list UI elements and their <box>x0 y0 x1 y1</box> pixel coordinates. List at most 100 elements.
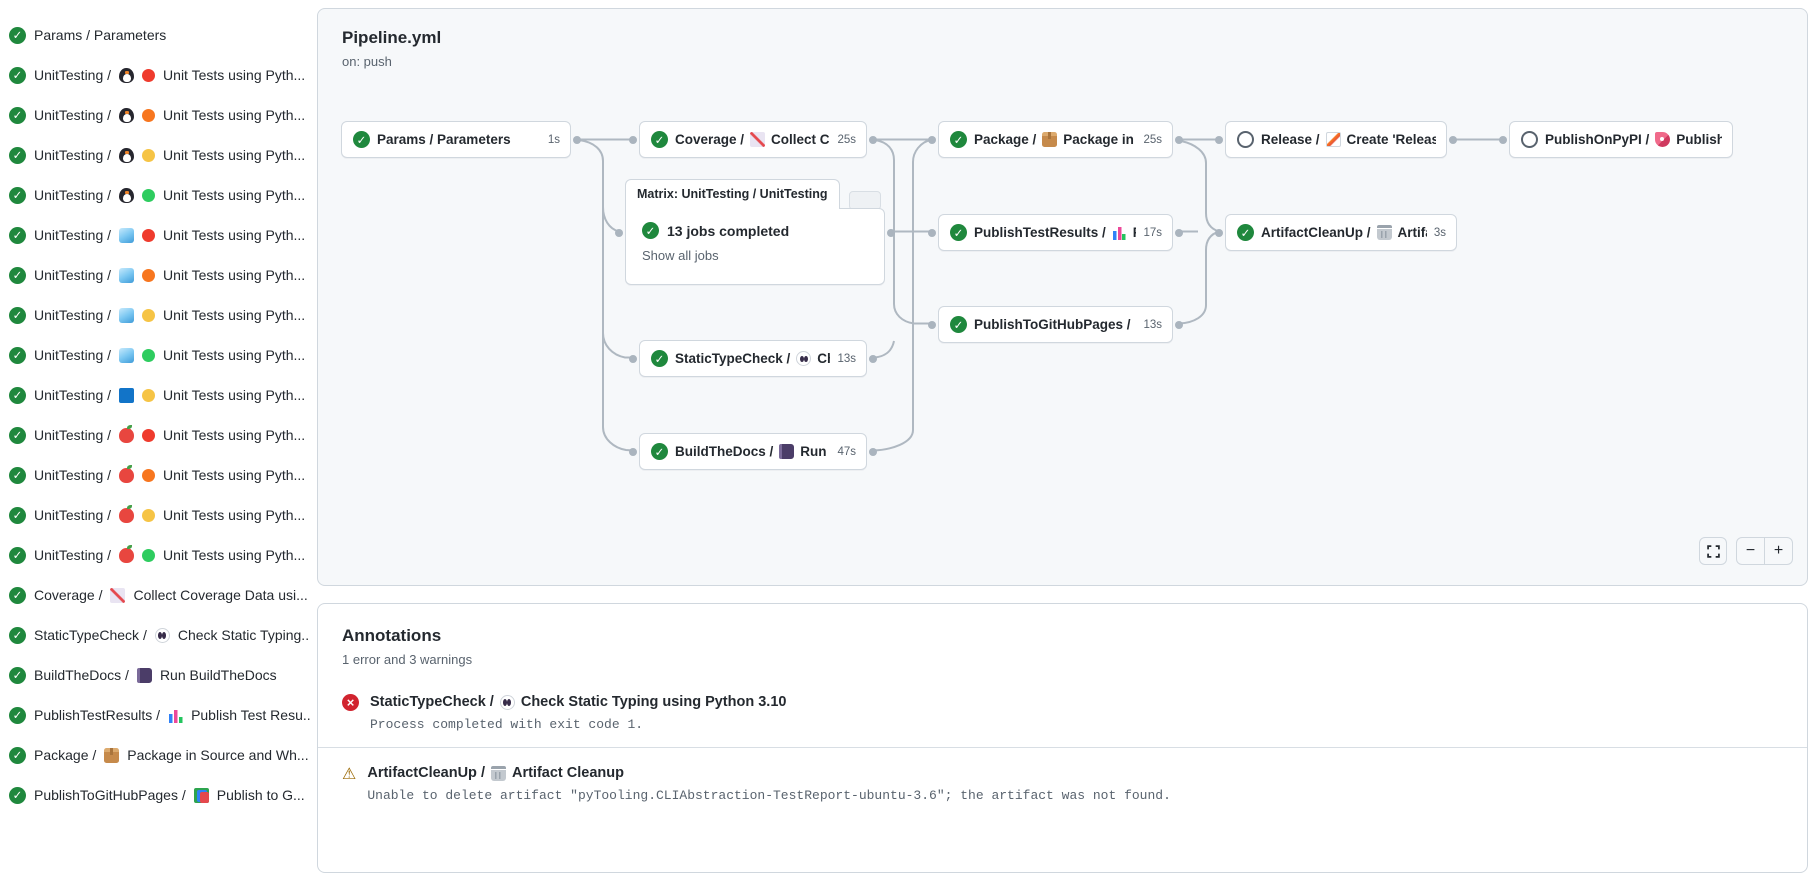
sidebar-job[interactable]: UnitTesting / Unit Tests using Pyth... <box>0 375 310 415</box>
sidebar-job[interactable]: BuildTheDocs / Run BuildTheDocs <box>0 655 310 695</box>
annotations-title: Annotations <box>342 626 442 645</box>
job-prefix: UnitTesting / <box>34 307 112 323</box>
node-prefix: PublishToGitHubPages / <box>974 317 1131 332</box>
red-version-dot <box>142 228 156 242</box>
node-duration: 13s <box>837 352 856 365</box>
sidebar-job[interactable]: UnitTesting / Unit Tests using Pyth... <box>0 135 310 175</box>
bar-chart-icon <box>168 707 184 723</box>
job-prefix: UnitTesting / <box>34 547 112 563</box>
matrix-group: Matrix: UnitTesting / UnitTesting 13 job… <box>615 179 895 285</box>
zoom-in-button[interactable]: + <box>1764 538 1792 564</box>
job-title: Unit Tests using Pyth... <box>163 427 306 443</box>
node-publishtogithubpages[interactable]: PublishToGitHubPages / ... 13s <box>928 306 1183 343</box>
job-status-icon <box>9 266 26 284</box>
annotation-divider <box>318 747 1807 748</box>
job-prefix: UnitTesting / <box>34 387 112 403</box>
sidebar-job[interactable]: UnitTesting / Unit Tests using Pyth... <box>0 455 310 495</box>
annotation-title[interactable]: StaticTypeCheck / Check Static Typing us… <box>370 694 786 710</box>
orange-version-dot <box>142 108 156 122</box>
sidebar-job[interactable]: Coverage / Collect Coverage Data usi... <box>0 575 310 615</box>
node-artifactcleanup[interactable]: ArtifactCleanUp / Artifac... 3s <box>1215 214 1457 251</box>
node-status-icon <box>950 224 967 241</box>
sidebar-job[interactable]: UnitTesting / Unit Tests using Pyth... <box>0 295 310 335</box>
job-title: Unit Tests using Pyth... <box>163 67 306 83</box>
matrix-tab: Matrix: UnitTesting / UnitTesting <box>625 179 840 209</box>
node-duration: 25s <box>1143 133 1162 146</box>
job-prefix: PublishToGitHubPages / <box>34 787 186 803</box>
show-all-jobs-link[interactable]: Show all jobs <box>642 248 719 263</box>
job-prefix: UnitTesting / <box>34 267 112 283</box>
node-params[interactable]: Params / Parameters 1s <box>341 121 581 158</box>
node-label: Package / Package in So... <box>974 132 1136 147</box>
node-status-icon <box>1521 131 1538 148</box>
job-prefix: UnitTesting / <box>34 107 112 123</box>
job-status-icon <box>9 186 26 204</box>
sidebar-job[interactable]: Package / Package in Source and Wh... <box>0 735 310 775</box>
job-status-icon <box>9 666 26 684</box>
sidebar-job[interactable]: UnitTesting / Unit Tests using Pyth... <box>0 255 310 295</box>
sidebar-job[interactable]: UnitTesting / Unit Tests using Pyth... <box>0 535 310 575</box>
job-title: Unit Tests using Pyth... <box>163 147 306 163</box>
apple-icon <box>119 505 135 523</box>
job-title: Unit Tests using Pyth... <box>163 347 306 363</box>
sidebar-job[interactable]: UnitTesting / Unit Tests using Pyth... <box>0 175 310 215</box>
orange-version-dot <box>142 268 156 282</box>
zoom-button-group: − + <box>1736 537 1793 565</box>
job-title: Collect Coverage Data usi... <box>133 587 308 603</box>
chart-increasing-icon <box>110 587 126 603</box>
node-status-icon <box>353 131 370 148</box>
sidebar-job[interactable]: UnitTesting / Unit Tests using Pyth... <box>0 415 310 455</box>
annotation-content: ArtifactCleanUp / Artifact Cleanup Unabl… <box>367 765 1171 803</box>
wastebasket-icon <box>1376 225 1392 240</box>
job-prefix: PublishTestResults / <box>34 707 161 723</box>
annotation-title[interactable]: ArtifactCleanUp / Artifact Cleanup <box>367 765 1171 781</box>
node-text: Collect Cove... <box>771 132 830 147</box>
node-release[interactable]: Release / Create 'Release P... <box>1215 121 1457 158</box>
job-prefix: UnitTesting / <box>34 427 112 443</box>
job-status-icon <box>9 786 26 804</box>
annotations-subtitle: 1 error and 3 warnings <box>342 652 473 667</box>
job-status-icon <box>9 26 26 44</box>
annotation-title-text: Check Static Typing using Python 3.10 <box>520 694 787 710</box>
sidebar-job[interactable]: PublishToGitHubPages / Publish to G... <box>0 775 310 815</box>
node-text: Pu... <box>1133 225 1137 240</box>
annotations-panel: Annotations 1 error and 3 warnings Stati… <box>317 603 1808 873</box>
sidebar-job[interactable]: UnitTesting / Unit Tests using Pyth... <box>0 55 310 95</box>
sidebar-job[interactable]: UnitTesting / Unit Tests using Pyth... <box>0 335 310 375</box>
job-status-icon <box>9 426 26 444</box>
error-icon <box>342 694 359 711</box>
matrix-summary-card: 13 jobs completed Show all jobs <box>615 208 895 285</box>
sidebar-job-list: Params / Parameters UnitTesting / Unit T… <box>0 0 310 815</box>
sidebar-job[interactable]: StaticTypeCheck / Check Static Typing... <box>0 615 310 655</box>
annotation-prefix: ArtifactCleanUp / <box>367 765 485 781</box>
job-status-icon <box>9 346 26 364</box>
sidebar-job[interactable]: UnitTesting / Unit Tests using Pyth... <box>0 215 310 255</box>
node-coverage[interactable]: Coverage / Collect Cove... 25s <box>629 121 877 158</box>
node-label: Coverage / Collect Cove... <box>675 132 830 147</box>
sidebar-job[interactable]: Params / Parameters <box>0 15 310 55</box>
node-package[interactable]: Package / Package in So... 25s <box>928 121 1183 158</box>
sidebar-job[interactable]: UnitTesting / Unit Tests using Pyth... <box>0 95 310 135</box>
sidebar-job[interactable]: PublishTestResults / Publish Test Resu..… <box>0 695 310 735</box>
job-status-icon <box>9 586 26 604</box>
job-prefix: UnitTesting / <box>34 67 112 83</box>
job-prefix: UnitTesting / <box>34 347 112 363</box>
node-statictypecheck[interactable]: StaticTypeCheck / Chec... 13s <box>629 340 877 377</box>
zoom-out-button[interactable]: − <box>1745 542 1756 559</box>
node-publishtestresults[interactable]: PublishTestResults / Pu... 17s <box>928 214 1183 251</box>
node-buildthedocs[interactable]: BuildTheDocs / Run Buil... 47s <box>629 433 877 470</box>
yellow-version-dot <box>142 388 156 402</box>
node-prefix: StaticTypeCheck / <box>675 351 791 366</box>
node-status-icon <box>1237 131 1254 148</box>
red-version-dot <box>142 428 156 442</box>
node-duration: 3s <box>1433 226 1446 239</box>
yellow-version-dot <box>142 308 156 322</box>
node-status-icon <box>950 316 967 333</box>
apple-icon <box>119 545 135 563</box>
node-publishonpypi[interactable]: PublishOnPyPI / Publish to ... <box>1499 121 1733 158</box>
fullscreen-button[interactable] <box>1699 537 1727 565</box>
node-label: PublishToGitHubPages / ... <box>974 317 1136 332</box>
job-title: Unit Tests using Pyth... <box>163 547 306 563</box>
sidebar-job[interactable]: UnitTesting / Unit Tests using Pyth... <box>0 495 310 535</box>
job-status-icon <box>9 306 26 324</box>
